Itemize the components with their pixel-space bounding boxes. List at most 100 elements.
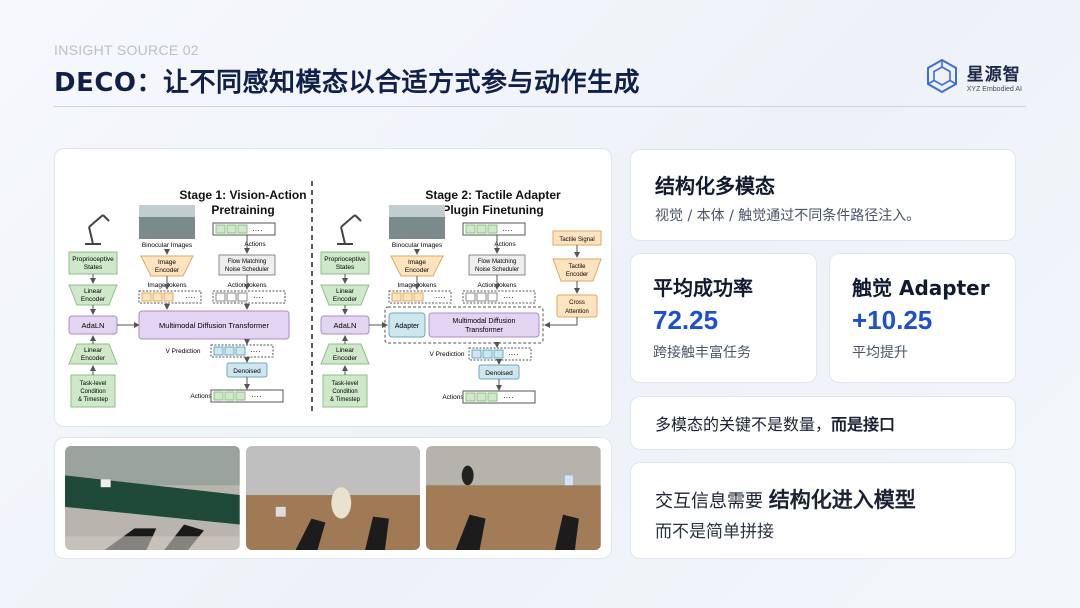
- cube-logo-icon: [926, 58, 957, 94]
- linear-encoder-top: [68, 284, 118, 306]
- mdt2-box: [428, 312, 540, 338]
- v-pred-label-s2: V Prediction: [429, 351, 464, 358]
- overline: INSIGHT SOURCE 02: [54, 42, 199, 58]
- task-photo-3: [426, 446, 602, 550]
- flow-label-s2b: Noise Scheduler: [475, 267, 519, 273]
- actions-label: Actions: [244, 241, 266, 248]
- svg-text:····: ····: [503, 393, 514, 402]
- image-enc-label-2: Encoder: [155, 267, 180, 274]
- card-success-desc: 跨接触丰富任务: [653, 345, 751, 361]
- card-success-rate: 平均成功率 72.25 跨接触丰富任务: [630, 253, 817, 383]
- mdt2-label: Multimodal Diffusion: [453, 318, 516, 325]
- image-enc-label-s2: Image: [408, 259, 426, 266]
- tactile-enc-label-2: Encoder: [566, 272, 588, 278]
- adapter-group: [384, 306, 544, 344]
- stage1-subtitle: Pretraining: [211, 203, 274, 217]
- stage1-title: Stage 1: Vision-Action: [179, 188, 306, 202]
- denoised-label-s2: Denoised: [485, 370, 513, 377]
- actions-label-s2: Actions: [494, 241, 516, 248]
- card-structured-title: 结构化多模态: [655, 174, 775, 198]
- v-pred-label: V Prediction: [165, 348, 200, 355]
- logo-name-cn: 星源智: [966, 64, 1021, 85]
- adaln-label: AdaLN: [82, 321, 105, 330]
- task-photo-1: [65, 446, 240, 550]
- linear-label-b: Linear: [84, 347, 103, 354]
- cross-label: Cross: [569, 300, 585, 306]
- flow-label-s2: Flow Matching: [478, 259, 517, 265]
- mdt-label: Multimodal Diffusion Transformer: [159, 321, 269, 330]
- card-tactile-title: 触觉 Adapter: [852, 276, 990, 300]
- svg-text:····: ····: [503, 293, 514, 302]
- denoised-label: Denoised: [233, 368, 261, 375]
- card-structured-multimodal: 结构化多模态 视觉 / 本体 / 触觉通过不同条件路径注入。: [630, 149, 1016, 241]
- brand-logo: 星源智 XYZ Embodied AI: [925, 58, 1022, 94]
- actions-out-label-s2: Actions: [442, 394, 464, 401]
- binocular-label-s2: Binocular Images: [392, 242, 443, 249]
- image-enc-label-s2b: Encoder: [405, 267, 430, 274]
- task-label: Task-level: [80, 381, 107, 387]
- svg-text:····: ····: [250, 347, 261, 356]
- tactile-signal-label: Tactile Signal: [559, 237, 594, 243]
- proprio-label-s2: Proprioceptive: [324, 256, 366, 263]
- flow-label: Flow Matching: [228, 259, 267, 265]
- flow-label-2: Noise Scheduler: [225, 267, 269, 273]
- task-label-s2: Task-level: [332, 381, 359, 387]
- linear-label-s2b: Encoder: [333, 296, 358, 303]
- linear-encoder-bottom: [68, 343, 118, 365]
- svg-text:····: ····: [185, 293, 196, 302]
- proprio-label-s2b: States: [336, 264, 355, 271]
- page-title: DECO：让不同感知模态以合适方式参与动作生成: [54, 68, 641, 98]
- card-interaction-bold: 结构化进入模型: [768, 488, 916, 512]
- card-success-title: 平均成功率: [653, 276, 753, 300]
- card-interface-text: 多模态的关键不是数量，: [655, 415, 832, 434]
- title-rule: [54, 106, 1026, 107]
- image-enc-label: Image: [158, 259, 176, 266]
- architecture-diagram: Stage 1: Vision-Action Pretraining Stage…: [68, 181, 602, 411]
- stage2-title: Stage 2: Tactile Adapter: [425, 188, 561, 202]
- card-interaction-line2: 而不是简单拼接: [655, 522, 774, 542]
- svg-text:····: ····: [502, 226, 513, 235]
- tactile-encoder: [552, 258, 602, 282]
- logo-name-en: XYZ Embodied AI: [966, 85, 1022, 93]
- card-tactile-value: +10.25: [852, 305, 933, 335]
- svg-text:····: ····: [251, 392, 262, 401]
- robot-arm-icon-2: [337, 214, 362, 245]
- proprio-label-2: States: [84, 264, 103, 271]
- svg-text:····: ····: [253, 293, 264, 302]
- task-label-s2b: Condition: [332, 389, 357, 395]
- image-encoder: [140, 255, 194, 277]
- architecture-diagram-panel: Stage 1: Vision-Action Pretraining Stage…: [54, 148, 612, 427]
- linear-label: Linear: [84, 288, 103, 295]
- linear-label-2: Encoder: [81, 296, 106, 303]
- actions-out-label: Actions: [190, 393, 212, 400]
- binocular-label: Binocular Images: [142, 242, 193, 249]
- task-label-s2c: & Timestep: [330, 397, 361, 403]
- task-label-3: & Timestep: [78, 397, 109, 403]
- card-tactile-desc: 平均提升: [852, 345, 908, 361]
- tactile-enc-label: Tactile: [568, 264, 586, 270]
- svg-text:····: ····: [252, 226, 263, 235]
- linear-label-s2d: Encoder: [333, 355, 358, 362]
- card-structured-desc: 视觉 / 本体 / 触觉通过不同条件路径注入。: [655, 208, 921, 224]
- card-interface: 多模态的关键不是数量，而是接口: [630, 396, 1016, 450]
- cross-label-2: Attention: [565, 309, 589, 315]
- task-photos-panel: [54, 437, 612, 559]
- linear-label-s2c: Linear: [336, 347, 355, 354]
- card-interaction: 交互信息需要 结构化进入模型 而不是简单拼接: [630, 462, 1016, 559]
- card-tactile-adapter: 触觉 Adapter +10.25 平均提升: [829, 253, 1016, 383]
- svg-text:····: ····: [508, 350, 519, 359]
- card-interaction-lead: 交互信息需要: [655, 491, 769, 512]
- adaln-label-s2: AdaLN: [334, 321, 357, 330]
- task-label-2: Condition: [80, 389, 105, 395]
- task-box: [70, 374, 116, 408]
- mdt2-label-2: Transformer: [465, 327, 504, 334]
- task-photo-2: [245, 446, 421, 550]
- adapter-box: [388, 312, 426, 338]
- linear-label-b2: Encoder: [81, 355, 106, 362]
- linear-label-s2: Linear: [336, 288, 355, 295]
- card-interface-bold: 而是接口: [831, 415, 896, 434]
- robot-arm-icon: [85, 214, 110, 245]
- mdt-box: [138, 310, 290, 340]
- proprio-label: Proprioceptive: [72, 256, 114, 263]
- stage2-subtitle: Plugin Finetuning: [442, 203, 543, 217]
